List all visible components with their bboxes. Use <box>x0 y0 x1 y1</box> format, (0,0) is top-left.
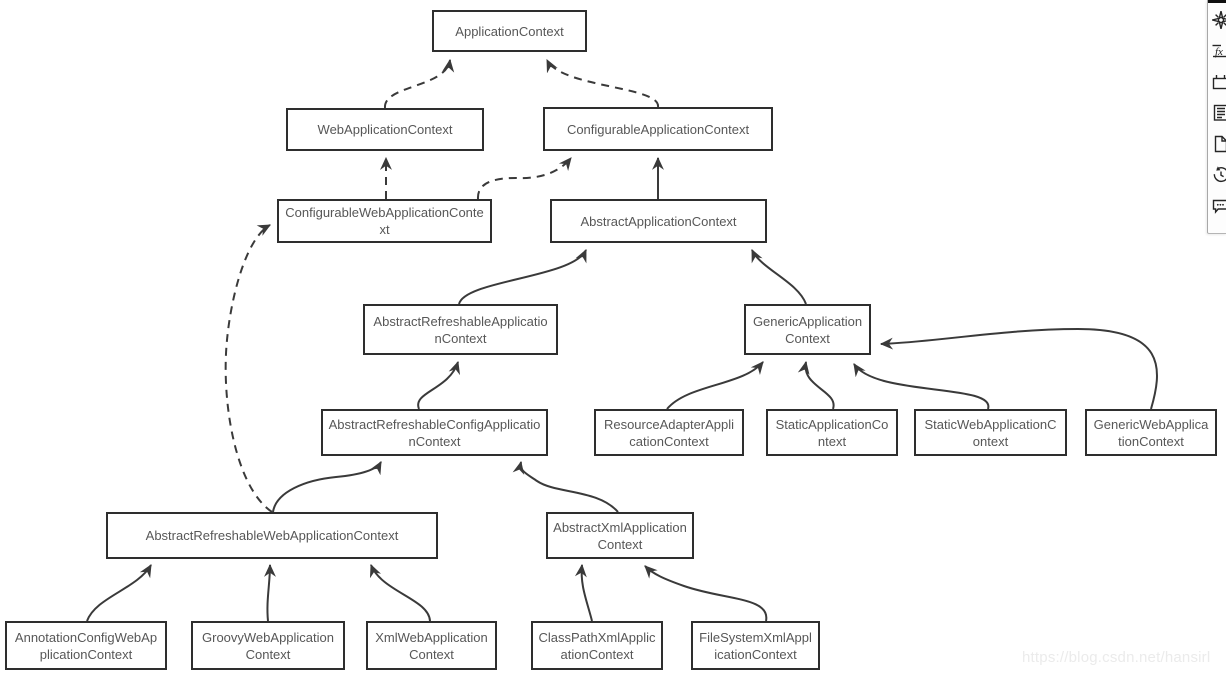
edge-abstractxml-to-absrefconfig <box>512 460 619 513</box>
class-box-abstract-refreshable-application-context: AbstractRefreshableApplicationContext <box>363 304 558 355</box>
blank-page-icon[interactable] <box>1211 134 1226 154</box>
edge-groovyweb-to-absrefweb <box>264 563 276 622</box>
edge-staticapp-to-generic <box>797 360 835 410</box>
class-box-generic-application-context: GenericApplicationContext <box>744 304 871 355</box>
edge-absrefweb-to-configwebapp <box>224 224 273 513</box>
frame-icon[interactable] <box>1211 72 1226 92</box>
edge-filesystemxml-to-abstractxml <box>644 565 768 622</box>
edge-absrefreshable-to-abstractapp <box>458 249 587 305</box>
class-box-resource-adapter-application-context: ResourceAdapterApplicationContext <box>594 409 744 456</box>
svg-text:fx: fx <box>1215 46 1223 58</box>
class-box-annotation-config-web-application-context: AnnotationConfigWebApplicationContext <box>5 621 167 670</box>
csdn-watermark: https://blog.csdn.net/hansirl <box>1022 649 1211 666</box>
side-toolbar: fx <box>1207 0 1226 234</box>
edge-absrefweb-to-absrefconfig <box>272 461 382 513</box>
edge-generic-to-abstractapp <box>751 249 807 305</box>
history-icon[interactable] <box>1211 165 1226 185</box>
class-box-web-application-context: WebApplicationContext <box>286 108 484 151</box>
class-box-abstract-application-context: AbstractApplicationContext <box>550 199 767 243</box>
toolbar-top-edge <box>1208 0 1226 3</box>
class-box-groovy-web-application-context: GroovyWebApplicationContext <box>191 621 345 670</box>
class-box-generic-web-application-context: GenericWebApplicationContext <box>1085 409 1217 456</box>
class-box-configurable-application-context: ConfigurableApplicationContext <box>543 107 773 151</box>
edge-configapp-to-app <box>546 59 659 108</box>
edge-webapp-to-app <box>383 58 455 109</box>
document-lines-icon[interactable] <box>1211 103 1226 123</box>
edge-configwebapp-to-configapp <box>476 157 572 200</box>
class-box-classpath-xml-application-context: ClassPathXmlApplicationContext <box>531 621 663 670</box>
edge-genericwebapp-to-generic <box>879 327 1158 410</box>
function-fx-icon[interactable]: fx <box>1211 41 1226 61</box>
class-box-abstract-refreshable-config-application-context: AbstractRefreshableConfigApplicationCont… <box>321 409 548 456</box>
class-box-abstract-refreshable-web-application-context: AbstractRefreshableWebApplicationContext <box>106 512 438 559</box>
class-box-application-context: ApplicationContext <box>432 10 587 52</box>
class-box-static-web-application-context: StaticWebApplicationContext <box>914 409 1067 456</box>
class-box-abstract-xml-application-context: AbstractXmlApplicationContext <box>546 512 694 559</box>
edge-annotationconfigweb-to-absrefweb <box>86 564 152 622</box>
class-box-xml-web-application-context: XmlWebApplicationContext <box>366 621 497 670</box>
class-box-filesystem-xml-application-context: FileSystemXmlApplicationContext <box>691 621 820 670</box>
edge-staticwebapp-to-generic <box>853 363 990 410</box>
edge-resourceadapter-to-generic <box>666 361 764 410</box>
edge-xmlweb-to-absrefweb <box>369 563 431 622</box>
edge-classpathxml-to-abstractxml <box>574 563 593 622</box>
class-box-static-application-context: StaticApplicationContext <box>766 409 898 456</box>
edge-absrefconfig-to-absrefreshable <box>417 360 461 410</box>
comment-icon[interactable] <box>1211 196 1226 216</box>
compass-icon[interactable] <box>1211 10 1226 30</box>
class-box-configurable-web-application-context: ConfigurableWebApplicationContext <box>277 199 492 243</box>
